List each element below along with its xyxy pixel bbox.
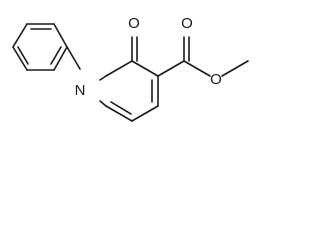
ring-bond — [99, 75, 107, 81]
structure-canvas: N O O O — [12, 15, 249, 122]
phenyl-double-bond — [50, 46, 62, 65]
phenyl-bond — [12, 46, 28, 71]
ester-carbonyl-oxygen-label: O — [181, 15, 193, 32]
phenyl-bond — [53, 46, 68, 71]
ring-double-bond — [110, 101, 132, 115]
phenyl-double-bond — [17, 46, 29, 65]
ring-bond — [131, 60, 159, 77]
n-phenyl-bond — [66, 46, 81, 70]
phenyl-ring — [12, 23, 68, 71]
ring-bond — [131, 105, 159, 122]
phenyl-bond — [12, 23, 28, 48]
molecule-svg: N O O O — [12, 15, 249, 122]
ring-bond — [99, 100, 107, 107]
ring-bond — [105, 60, 133, 77]
phenyl-bond — [53, 23, 68, 48]
ester-ether-oxygen-label: O — [210, 71, 222, 88]
ester-link-bond — [157, 60, 185, 77]
ring-bond — [105, 105, 133, 122]
pyridinone-ring — [99, 60, 159, 122]
methyl-bond — [221, 60, 249, 77]
ketone-oxygen-label: O — [128, 15, 140, 32]
nitrogen-label: N — [75, 82, 86, 99]
ester-oxygen-bond — [183, 60, 211, 77]
